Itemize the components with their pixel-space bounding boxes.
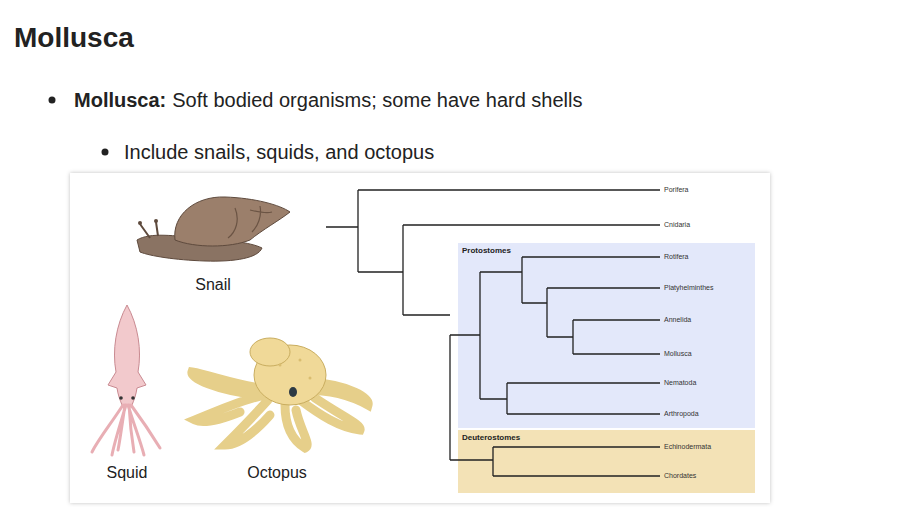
animal-label: Snail bbox=[195, 276, 231, 294]
taxon-label: Cnidaria bbox=[664, 221, 690, 229]
group-heading: Protostomes bbox=[458, 243, 755, 255]
bullet-text: Soft bodied organisms; some have hard sh… bbox=[172, 89, 582, 112]
slide-title: Mollusca bbox=[14, 22, 134, 54]
taxon-label: Echinodermata bbox=[664, 443, 711, 451]
group-heading: Deuterostomes bbox=[458, 430, 755, 442]
bullet bbox=[49, 97, 56, 104]
octopus-illustration bbox=[192, 338, 368, 448]
bullet bbox=[102, 149, 109, 156]
sub-bullet-text: Include snails, squids, and octopus bbox=[124, 141, 434, 164]
taxon-label: Rotifera bbox=[664, 253, 689, 261]
taxon-label: Mollusca bbox=[664, 350, 692, 358]
snail-illustration bbox=[137, 197, 290, 261]
deuterostome-band: Deuterostomes bbox=[458, 430, 755, 493]
squid-illustration bbox=[92, 305, 160, 455]
bullet-term: Mollusca: bbox=[74, 89, 166, 112]
taxon-label: Nematoda bbox=[664, 379, 696, 387]
animal-label: Octopus bbox=[247, 464, 307, 482]
taxon-label: Arthropoda bbox=[664, 410, 699, 418]
taxon-label: Annelida bbox=[664, 316, 691, 324]
animal-label: Squid bbox=[107, 464, 148, 482]
protostome-band: Protostomes bbox=[458, 243, 755, 428]
taxon-label: Porifera bbox=[664, 186, 689, 194]
taxon-label: Platyhelminthes bbox=[664, 284, 713, 292]
taxon-label: Chordates bbox=[664, 472, 696, 480]
